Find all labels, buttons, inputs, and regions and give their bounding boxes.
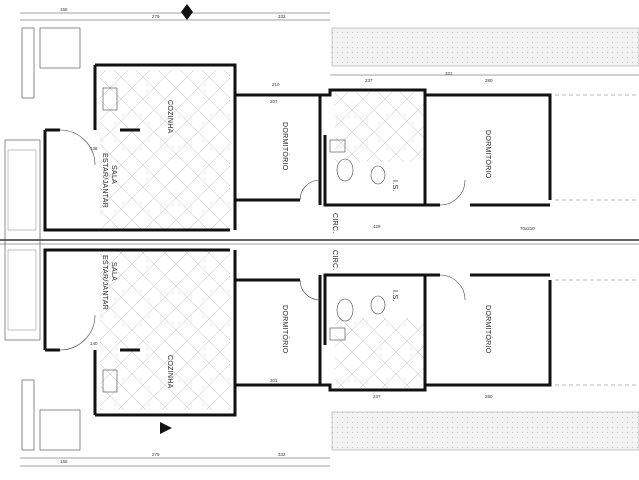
label-sala-lower-2: ESTAR/JANTAR: [101, 255, 108, 310]
dim-int-lower-3: 260: [485, 394, 493, 399]
label-sala-upper-1: SALA: [110, 165, 117, 184]
label-circ-lower: CIRC.: [331, 250, 338, 271]
bathroom-floor-upper: [335, 92, 425, 162]
label-dormitorio-upper-2: DORMITÓRIO: [484, 130, 493, 179]
dim-int-upper-5: 70x210: [520, 226, 535, 231]
label-sala-upper-2: ESTAR/JANTAR: [101, 153, 108, 208]
label-cozinha-lower: COZINHA: [166, 355, 173, 389]
dim-int-lower-4: 140: [90, 341, 98, 346]
upper-unit: COZINHA SALA ESTAR/JANTAR DORMITÓRIO DOR…: [43, 63, 639, 234]
label-wc-upper: I.S.: [391, 180, 398, 192]
dim-int-upper-3: 429: [373, 224, 381, 229]
garden-top: [331, 27, 639, 67]
label-sala-lower-1: SALA: [110, 262, 117, 281]
north-arrow-icon: [181, 4, 193, 20]
label-dormitorio-upper-1: DORMITÓRIO: [281, 122, 290, 171]
kitchen-floor-lower: [100, 250, 230, 410]
label-wc-lower: I.S.: [391, 290, 398, 302]
bathroom-floor-lower: [335, 318, 425, 388]
dim-int-lower-1: 201: [270, 378, 278, 383]
dim-bottom-3: 332: [278, 452, 286, 457]
dim-int-upper-2: 210: [272, 82, 280, 87]
dim-top-4: 237: [365, 78, 373, 83]
lower-unit: COZINHA SALA ESTAR/JANTAR DORMITÓRIO DOR…: [43, 248, 639, 417]
top-dimensions: 155 279 332 237 331 280: [20, 7, 639, 83]
label-cozinha-upper: COZINHA: [166, 100, 173, 134]
dim-int-lower-2: 237: [373, 394, 381, 399]
label-circ-upper: CIRC.: [331, 213, 338, 234]
dim-int-upper-1: 207: [270, 99, 278, 104]
dim-bottom-2: 279: [152, 452, 160, 457]
dim-top-2: 279: [152, 14, 160, 19]
kitchen-floor-upper: [100, 70, 230, 230]
dim-top-6: 280: [485, 78, 493, 83]
label-dormitorio-lower-1: DORMITÓRIO: [281, 305, 290, 354]
dim-top-1: 155: [60, 7, 68, 12]
garden-bottom: [331, 411, 639, 451]
left-service-strip: [4, 27, 81, 451]
dim-top-5: 331: [445, 71, 453, 76]
dim-bottom-1: 155: [60, 459, 68, 464]
label-dormitorio-lower-2: DORMITÓRIO: [484, 305, 493, 354]
bottom-dimensions: 155 279 332: [20, 452, 330, 467]
section-marker-icon: [160, 422, 172, 434]
dim-int-upper-4: 138: [90, 146, 98, 151]
dim-top-3: 332: [278, 14, 286, 19]
